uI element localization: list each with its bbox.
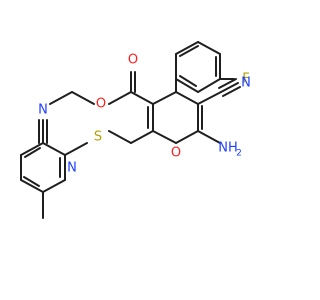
ester-ether-o-label: O	[96, 97, 106, 112]
chemical-structure-svg: F N NH 2 O O O S N N	[20, 41, 251, 219]
sulfur-label: S	[94, 130, 102, 145]
molecule-structure-canvas: F N NH 2 O O O S N N	[20, 41, 251, 219]
nitrile-top-triple-1	[220, 82, 239, 93]
ethyl-bond-2	[49, 91, 73, 105]
phenyl-bond-5	[175, 78, 199, 93]
amine-label: NH	[218, 141, 238, 156]
pyridine-bond-5	[20, 142, 44, 156]
pyridine-double-2	[24, 147, 41, 158]
ch2-bond	[130, 130, 154, 144]
nitrile-top-triple-3	[218, 78, 237, 89]
ester-carbonyl-o-label: O	[128, 53, 138, 68]
pyran-bond-4	[152, 130, 177, 144]
ch2-to-s-bond	[108, 130, 132, 144]
ethyl-bond-1	[71, 91, 95, 105]
phenyl-bond-4	[197, 78, 221, 93]
pyridine-bond-6	[42, 142, 66, 156]
pyran-bond-6	[152, 91, 177, 105]
ester-carbon-bond	[130, 91, 154, 105]
pyridine-bond-3	[20, 179, 44, 193]
phenyl-bond-1	[175, 41, 199, 55]
nitrile-top-n-label: N	[241, 76, 251, 91]
phenyl-double-1	[179, 45, 199, 57]
s-to-pyridine-bond	[64, 142, 88, 156]
phenyl-bond-2	[197, 41, 221, 55]
pyridine-bond-2	[42, 179, 66, 193]
nitrile-top-bond	[197, 91, 222, 105]
pyran-bond-1	[175, 91, 199, 105]
pyran-bond-3	[175, 130, 199, 144]
fluorine-label: F	[242, 72, 249, 87]
ester-oxygen-bond	[108, 91, 132, 105]
pyran-o-label: O	[171, 146, 181, 161]
nitrile-bottom-n-label: N	[38, 103, 48, 118]
amine-bond	[197, 130, 221, 144]
bond-lines	[20, 41, 241, 219]
nitrile-top-triple-2	[222, 86, 241, 97]
pyridine-double-3	[23, 176, 40, 187]
phenyl-double-3	[179, 75, 197, 87]
pyridine-n-label: N	[67, 161, 77, 176]
amine-subscript: 2	[236, 149, 242, 159]
